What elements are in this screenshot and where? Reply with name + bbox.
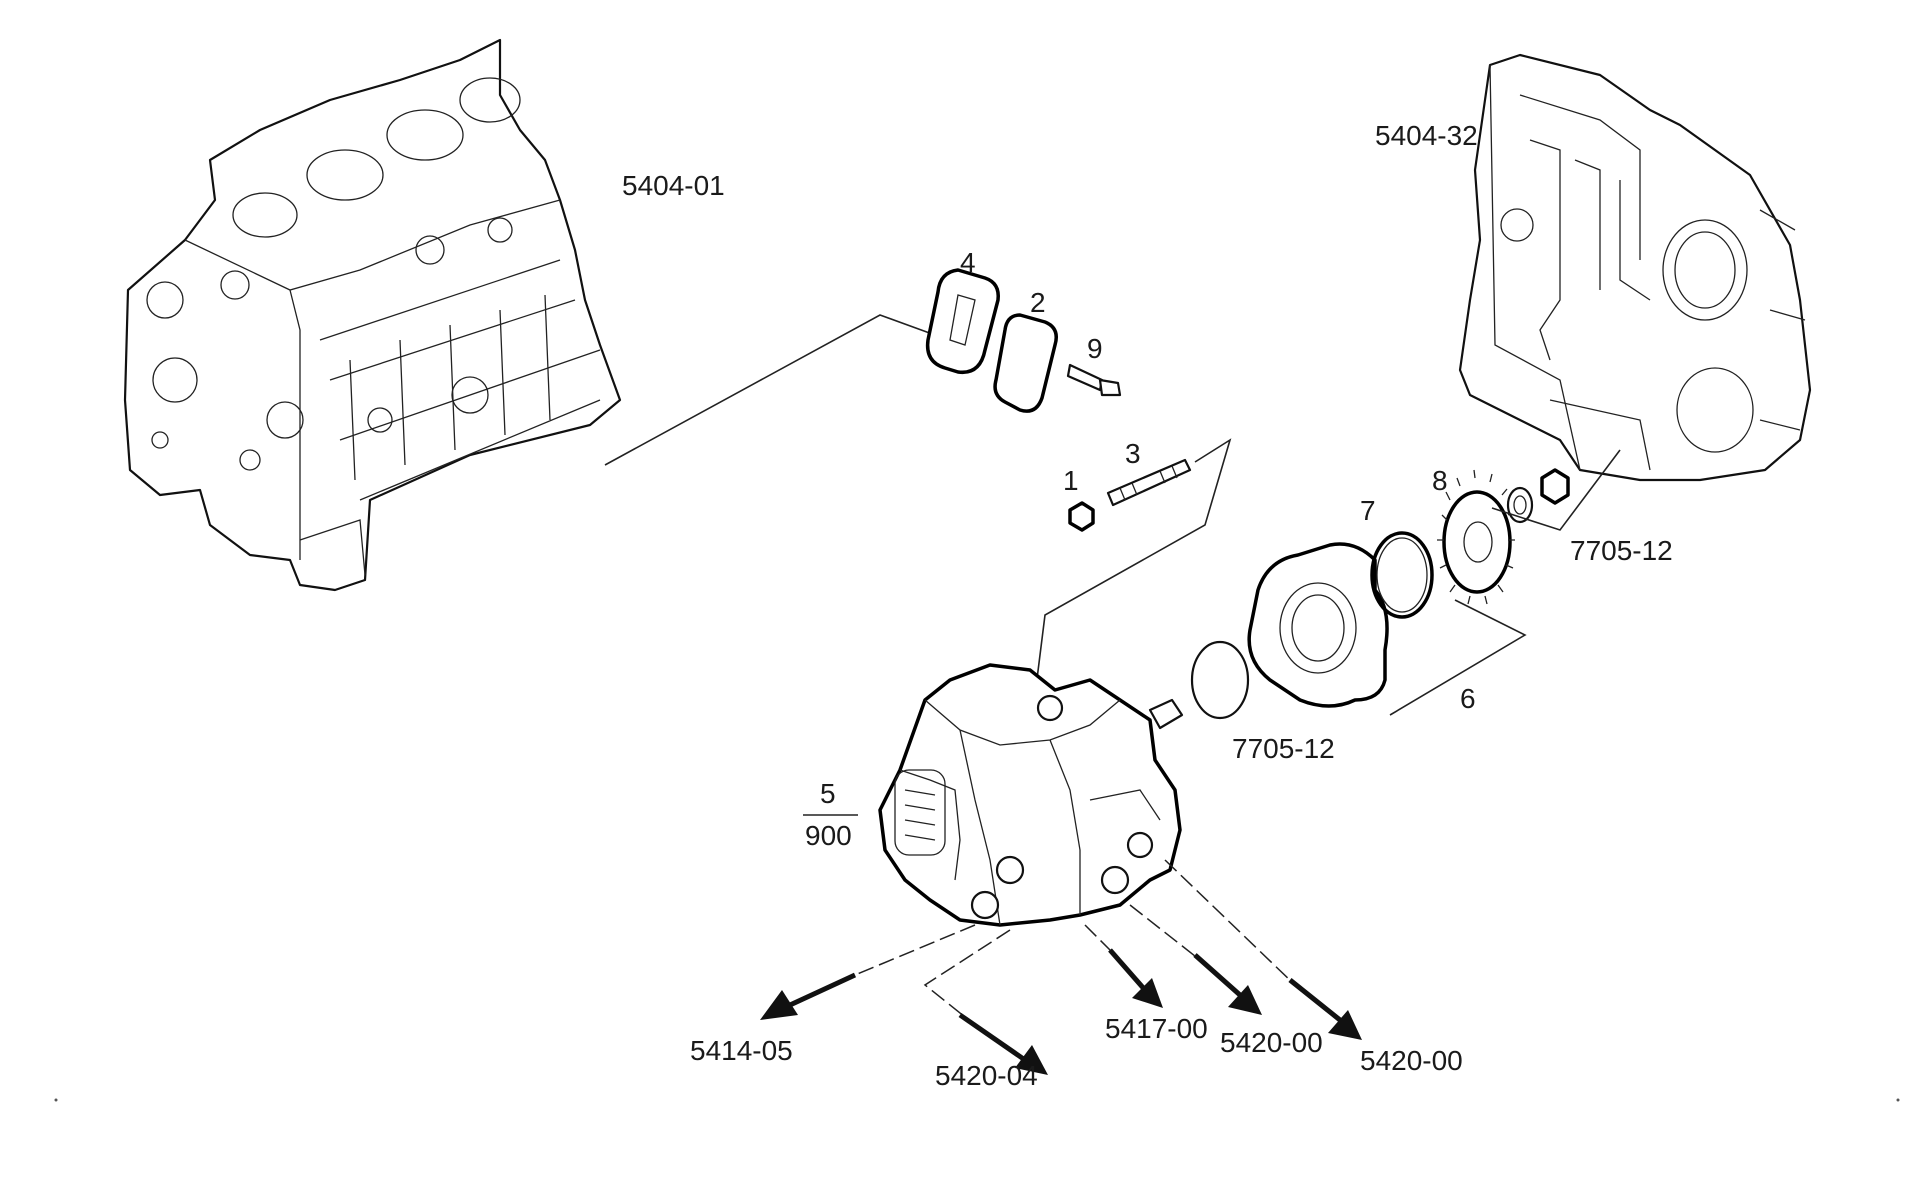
label-engine-block: 5404-01 [622,170,725,201]
label-item-4: 4 [960,247,976,278]
label-timing-cover: 5404-32 [1375,120,1478,151]
stud-3-drawing [1106,458,1192,507]
leader-item-6 [1389,599,1527,716]
nut-1-drawing [1068,501,1095,532]
timing-cover-drawing [1458,53,1812,482]
label-7705-12-right: 7705-12 [1570,535,1673,566]
label-5420-04: 5420-04 [935,1060,1038,1091]
leader-block-gasket [604,314,936,466]
label-item-5: 5 [820,778,836,809]
pump-flange-drawing [1247,542,1389,708]
label-7705-12-center: 7705-12 [1232,733,1335,764]
leader-stud-3 [1034,438,1232,696]
washer-drawing [1506,486,1534,524]
label-item-6: 6 [1460,683,1476,714]
label-item-9: 9 [1087,333,1103,364]
o-ring-drawing [1190,640,1250,720]
leader-7705-12-right [1491,449,1621,531]
gear-8-drawing [1437,469,1515,605]
callout-arrows [760,859,1362,1075]
bolt-9-drawing [1066,363,1122,397]
label-item-900: 900 [805,820,852,851]
label-item-8: 8 [1432,465,1448,496]
gasket-4-drawing [925,268,1000,375]
engine-block-drawing [123,38,622,592]
label-5414-05: 5414-05 [690,1035,793,1066]
label-item-2: 2 [1030,287,1046,318]
label-item-7: 7 [1360,495,1376,526]
cover-plate-2-drawing [993,313,1058,413]
o-ring-7-drawing [1370,531,1434,619]
label-item-1: 1 [1063,465,1079,496]
label-5420-00-a: 5420-00 [1220,1027,1323,1058]
label-5420-00-b: 5420-00 [1360,1045,1463,1076]
label-item-3: 3 [1125,438,1141,469]
fuel-pump-drawing [878,663,1184,927]
gear-nut-drawing [1540,468,1570,505]
label-5417-00: 5417-00 [1105,1013,1208,1044]
